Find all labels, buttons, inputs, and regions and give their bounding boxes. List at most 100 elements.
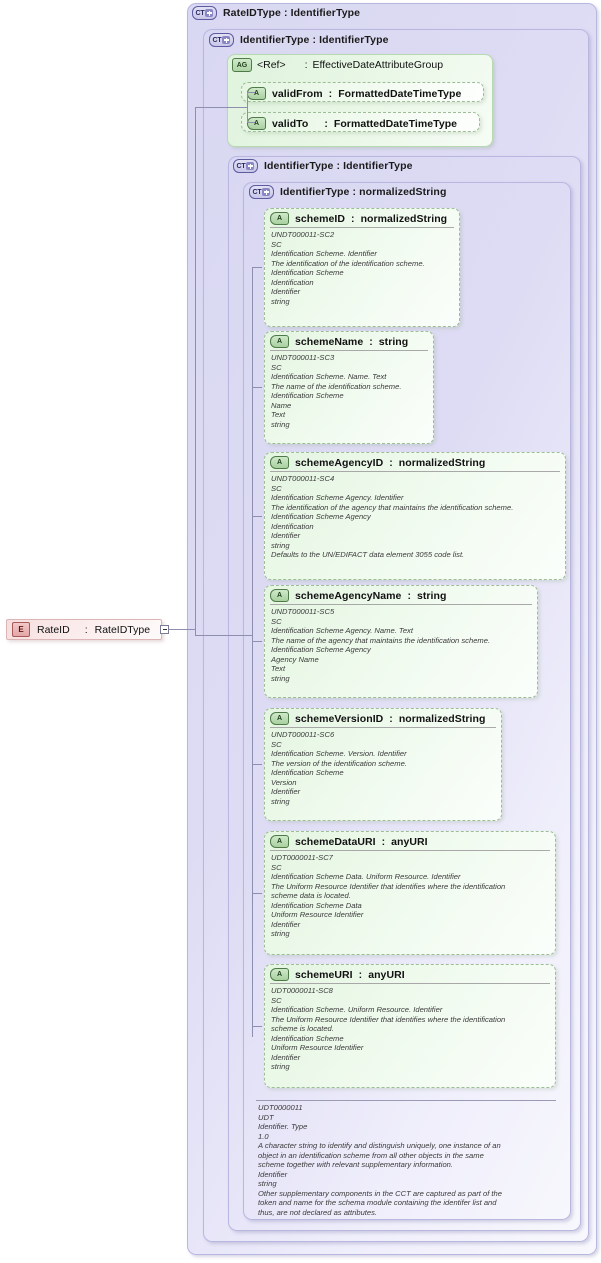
attribute-box-schemeagencyname[interactable]: A schemeAgencyName : string UNDT000011-S… [264, 585, 538, 698]
complextype-header-identifiertype-inner: CT IdentifierType : IdentifierType [233, 159, 413, 173]
attribute-documentation: UDT0000011-SC8 SC Identification Scheme.… [271, 986, 506, 1072]
attribute-header: A schemeAgencyID : normalizedString [265, 453, 565, 471]
attribute-header: A validTo : FormattedDateTimeType [242, 113, 479, 131]
attribute-separator: : [358, 968, 363, 981]
attribute-divider [270, 471, 560, 472]
complextype-title: IdentifierType : IdentifierType [240, 34, 389, 46]
attribute-divider [270, 850, 550, 851]
attribute-header: A schemeName : string [265, 332, 433, 350]
attribute-divider [270, 604, 532, 605]
attributegroup-ref-label: <Ref> [257, 59, 286, 71]
attribute-box-schemedatauri[interactable]: A schemeDataURI : anyURI UDT0000011-SC7 … [264, 831, 556, 955]
attribute-name: schemeAgencyID [295, 456, 384, 469]
connector-branch-schemeagencyid [252, 516, 262, 517]
attribute-badge-icon: A [270, 589, 289, 602]
attribute-name: schemeDataURI [295, 835, 376, 848]
attribute-separator: : [328, 87, 333, 100]
element-name: RateID [37, 623, 70, 636]
attribute-header: A schemeAgencyName : string [265, 586, 537, 604]
attribute-separator: : [407, 589, 411, 602]
attribute-header: A validFrom : FormattedDateTimeType [242, 83, 483, 101]
attribute-documentation: UDT0000011-SC7 SC Identification Scheme … [271, 853, 506, 939]
connector-horizontal-ag-validto [247, 122, 255, 123]
element-collapse-toggle[interactable] [160, 625, 169, 634]
element-node-rateid[interactable]: E RateID : RateIDType [6, 619, 162, 640]
element-separator: : [84, 623, 88, 636]
attribute-box-validfrom[interactable]: A validFrom : FormattedDateTimeType [241, 82, 484, 102]
connector-spine-attributes [252, 267, 253, 1037]
attribute-badge-icon: A [270, 968, 289, 981]
attributegroup-separator: : [304, 59, 308, 71]
connector-branch-schemedatauri [252, 893, 262, 894]
complextype-title: IdentifierType : IdentifierType [264, 160, 413, 172]
complextype-badge-icon: CT [249, 185, 274, 199]
attribute-separator: : [389, 712, 393, 725]
attribute-header: A schemeID : normalizedString [265, 209, 459, 227]
attribute-separator: : [351, 212, 355, 225]
attribute-name: schemeName [295, 335, 364, 348]
complextype-header-rateidtype: CT RateIDType : IdentifierType [192, 6, 360, 20]
complextype-badge-icon: CT [233, 159, 258, 173]
attributegroup-badge-icon: AG [232, 58, 252, 72]
attribute-badge-icon: A [270, 212, 289, 225]
attribute-separator: : [389, 456, 393, 469]
attribute-name: schemeID [295, 212, 346, 225]
attribute-name: schemeAgencyName [295, 589, 402, 602]
attribute-documentation: UNDT000011-SC4 SC Identification Scheme … [271, 474, 514, 560]
connector-branch-schemeid [252, 267, 262, 268]
attribute-box-schemeuri[interactable]: A schemeURI : anyURI UDT0000011-SC8 SC I… [264, 964, 556, 1088]
complextype-header-identifiertype-normalizedstring: CT IdentifierType : normalizedString [249, 185, 446, 199]
attribute-box-schemeversionid[interactable]: A schemeVersionID : normalizedString UND… [264, 708, 502, 821]
attribute-name: schemeVersionID [295, 712, 384, 725]
attribute-box-schemename[interactable]: A schemeName : string UNDT000011-SC3 SC … [264, 331, 434, 444]
attribute-type: anyURI [368, 968, 405, 981]
attribute-badge-icon: A [270, 456, 289, 469]
attribute-documentation: UNDT000011-SC2 SC Identification Scheme.… [271, 230, 425, 306]
attribute-box-validto[interactable]: A validTo : FormattedDateTimeType [241, 112, 480, 132]
connector-vertical-ag [247, 92, 248, 122]
connector-branch-attributegroup [195, 107, 247, 108]
complextype-badge-icon: CT [192, 6, 217, 20]
connector-branch-schemename [252, 387, 262, 388]
attribute-type: FormattedDateTimeType [333, 117, 458, 130]
connector-branch-schemeuri [252, 1026, 262, 1027]
attribute-header: A schemeDataURI : anyURI [265, 832, 555, 850]
attribute-documentation: UNDT000011-SC3 SC Identification Scheme.… [271, 353, 402, 429]
attribute-separator: : [324, 117, 328, 130]
attribute-name: validTo [272, 117, 309, 130]
attribute-separator: : [381, 835, 386, 848]
connector-element-to-type [167, 629, 195, 630]
connector-element-riser [195, 629, 196, 636]
attribute-badge-icon: A [247, 87, 266, 100]
attribute-type: string [378, 335, 409, 348]
attribute-badge-icon: A [270, 712, 289, 725]
attribute-badge-icon: A [270, 335, 289, 348]
complextype-title: IdentifierType : normalizedString [280, 186, 447, 198]
complextype-header-identifiertype-outer: CT IdentifierType : IdentifierType [209, 33, 389, 47]
element-badge-icon: E [12, 622, 30, 637]
attribute-name: schemeURI [295, 968, 353, 981]
attribute-divider [270, 350, 428, 351]
complextype-title: RateIDType : IdentifierType [223, 7, 361, 19]
attribute-divider [270, 227, 454, 228]
attributegroup-header: AG <Ref> : EffectiveDateAttributeGroup [232, 58, 443, 72]
attribute-box-schemeagencyid[interactable]: A schemeAgencyID : normalizedString UNDT… [264, 452, 566, 580]
attribute-type: string [416, 589, 447, 602]
connector-vertical-inner-ct [236, 635, 237, 636]
element-type: RateIDType [94, 623, 151, 636]
type-documentation: UDT0000011 UDT Identifier. Type 1.0 A ch… [258, 1103, 502, 1218]
connector-branch-schemeagencyname [252, 641, 262, 642]
attribute-type: anyURI [391, 835, 428, 848]
attribute-divider [270, 983, 550, 984]
attribute-name: validFrom [272, 87, 323, 100]
connector-vertical-outer-ct [195, 107, 196, 635]
attribute-box-schemeid[interactable]: A schemeID : normalizedString UNDT000011… [264, 208, 460, 327]
attribute-header: A schemeURI : anyURI [265, 965, 555, 983]
attribute-type: normalizedString [360, 212, 448, 225]
connector-horizontal-ag-validfrom [247, 92, 255, 93]
attributegroup-type: EffectiveDateAttributeGroup [312, 59, 444, 71]
attribute-type: FormattedDateTimeType [338, 87, 462, 100]
attribute-type: normalizedString [398, 456, 486, 469]
attribute-badge-icon: A [247, 117, 266, 130]
